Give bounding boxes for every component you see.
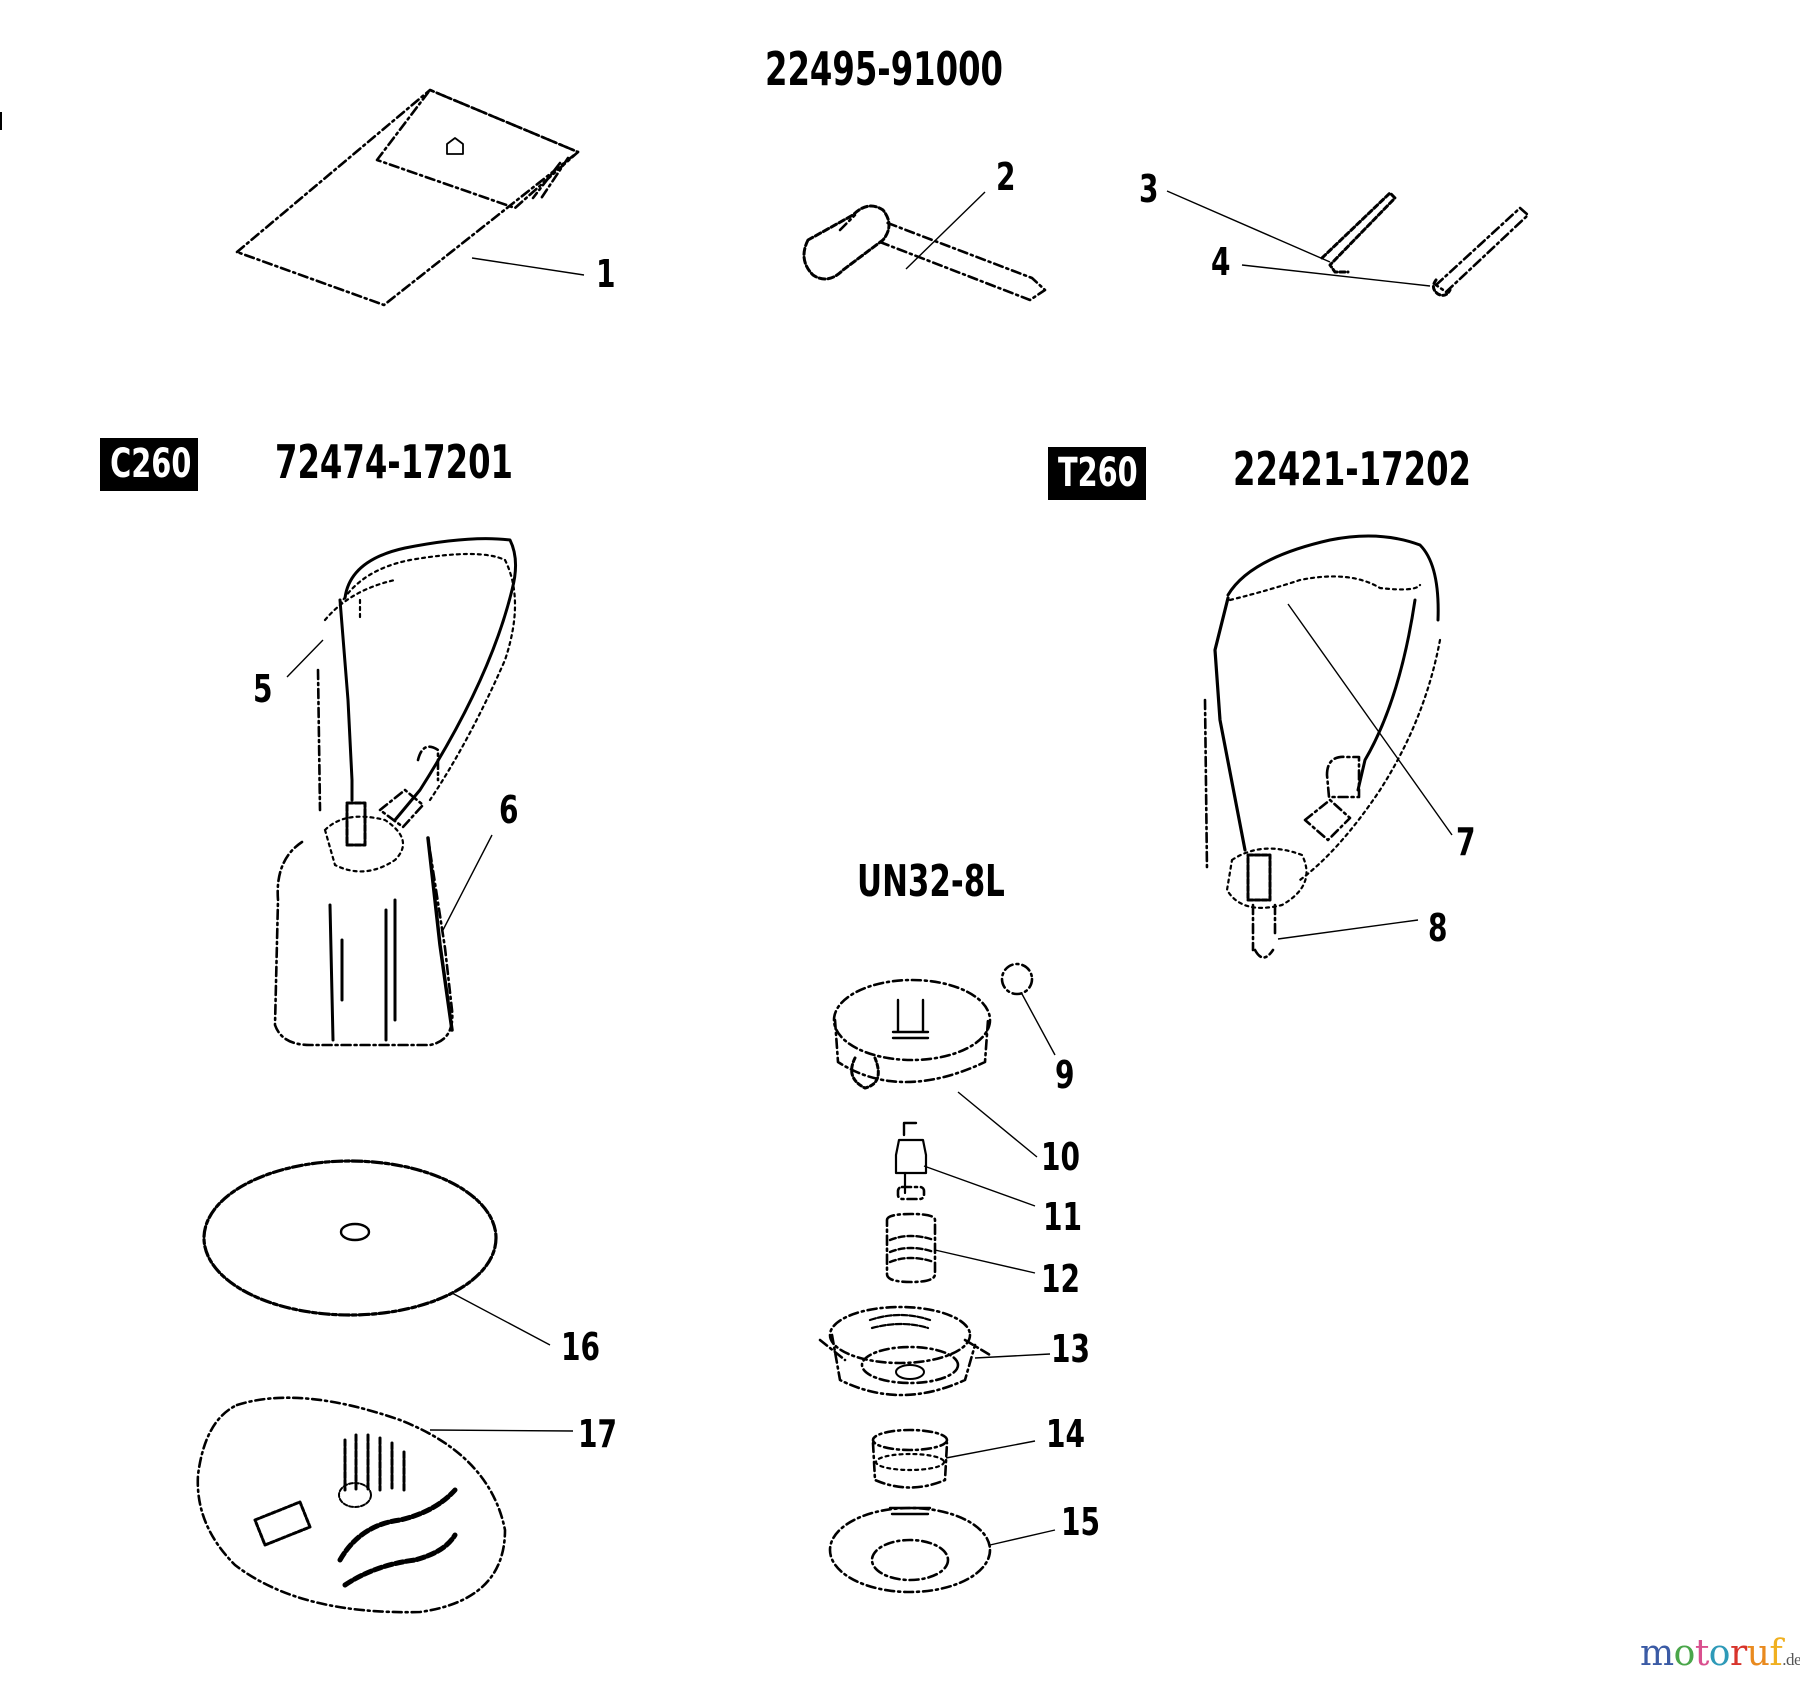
c260-harness-drawing: [273, 537, 517, 1047]
wm-letter: o: [1708, 1633, 1731, 1674]
plate-drawing: [828, 1506, 1056, 1594]
badge-label: T260: [1057, 450, 1138, 496]
part-number-c260: 72474-17201: [275, 435, 514, 489]
callout-7: 7: [1456, 820, 1476, 864]
model-badge-t260: T260: [1048, 447, 1146, 500]
callout-14: 14: [1046, 1412, 1086, 1456]
wm-letter: o: [1673, 1633, 1696, 1674]
motoruf-watermark: motoruf.de: [1640, 1636, 1800, 1672]
callout-16: 16: [561, 1325, 601, 1369]
cover-knob-drawing: [832, 962, 1056, 1158]
callout-8: 8: [1428, 906, 1448, 950]
screwdriver-drawing: [1241, 206, 1530, 297]
wm-letter: m: [1640, 1633, 1674, 1674]
wm-letter: f: [1769, 1633, 1783, 1674]
callout-4: 4: [1211, 240, 1231, 284]
callout-9: 9: [1055, 1053, 1075, 1097]
part-number-t260: 22421-17202: [1233, 442, 1472, 496]
t-wrench-drawing: [802, 191, 1047, 302]
callout-10: 10: [1041, 1135, 1081, 1179]
callout-6: 6: [499, 788, 519, 832]
wm-tld: .de: [1782, 1650, 1800, 1669]
bolt-drawing: [894, 1121, 1036, 1207]
wm-letter: u: [1746, 1633, 1770, 1674]
head-title: UN32-8L: [857, 856, 1005, 907]
kit-title: 22495-91000: [765, 42, 1004, 96]
blade-guard-drawing: [196, 1396, 574, 1614]
edge-mark: [0, 112, 2, 130]
callout-17: 17: [578, 1412, 618, 1456]
callout-15: 15: [1061, 1500, 1101, 1544]
callout-5: 5: [253, 667, 273, 711]
spring-drawing: [885, 1212, 1036, 1284]
saw-blade-drawing: [202, 1159, 551, 1346]
callout-13: 13: [1051, 1327, 1091, 1371]
callout-1: 1: [596, 252, 616, 296]
spool-drawing: [818, 1305, 1051, 1397]
wm-letter: r: [1729, 1633, 1747, 1674]
callout-12: 12: [1041, 1257, 1081, 1301]
callout-3: 3: [1139, 167, 1159, 211]
wm-letter: t: [1694, 1633, 1709, 1674]
badge-label: C260: [110, 441, 192, 487]
t260-harness-drawing: [1203, 534, 1453, 959]
cup-drawing: [871, 1428, 1036, 1489]
model-badge-c260: C260: [100, 438, 198, 491]
callout-11: 11: [1043, 1195, 1083, 1239]
callout-2: 2: [996, 155, 1016, 199]
hex-key-drawing: [1166, 190, 1397, 274]
tool-bag-drawing: [235, 88, 585, 307]
